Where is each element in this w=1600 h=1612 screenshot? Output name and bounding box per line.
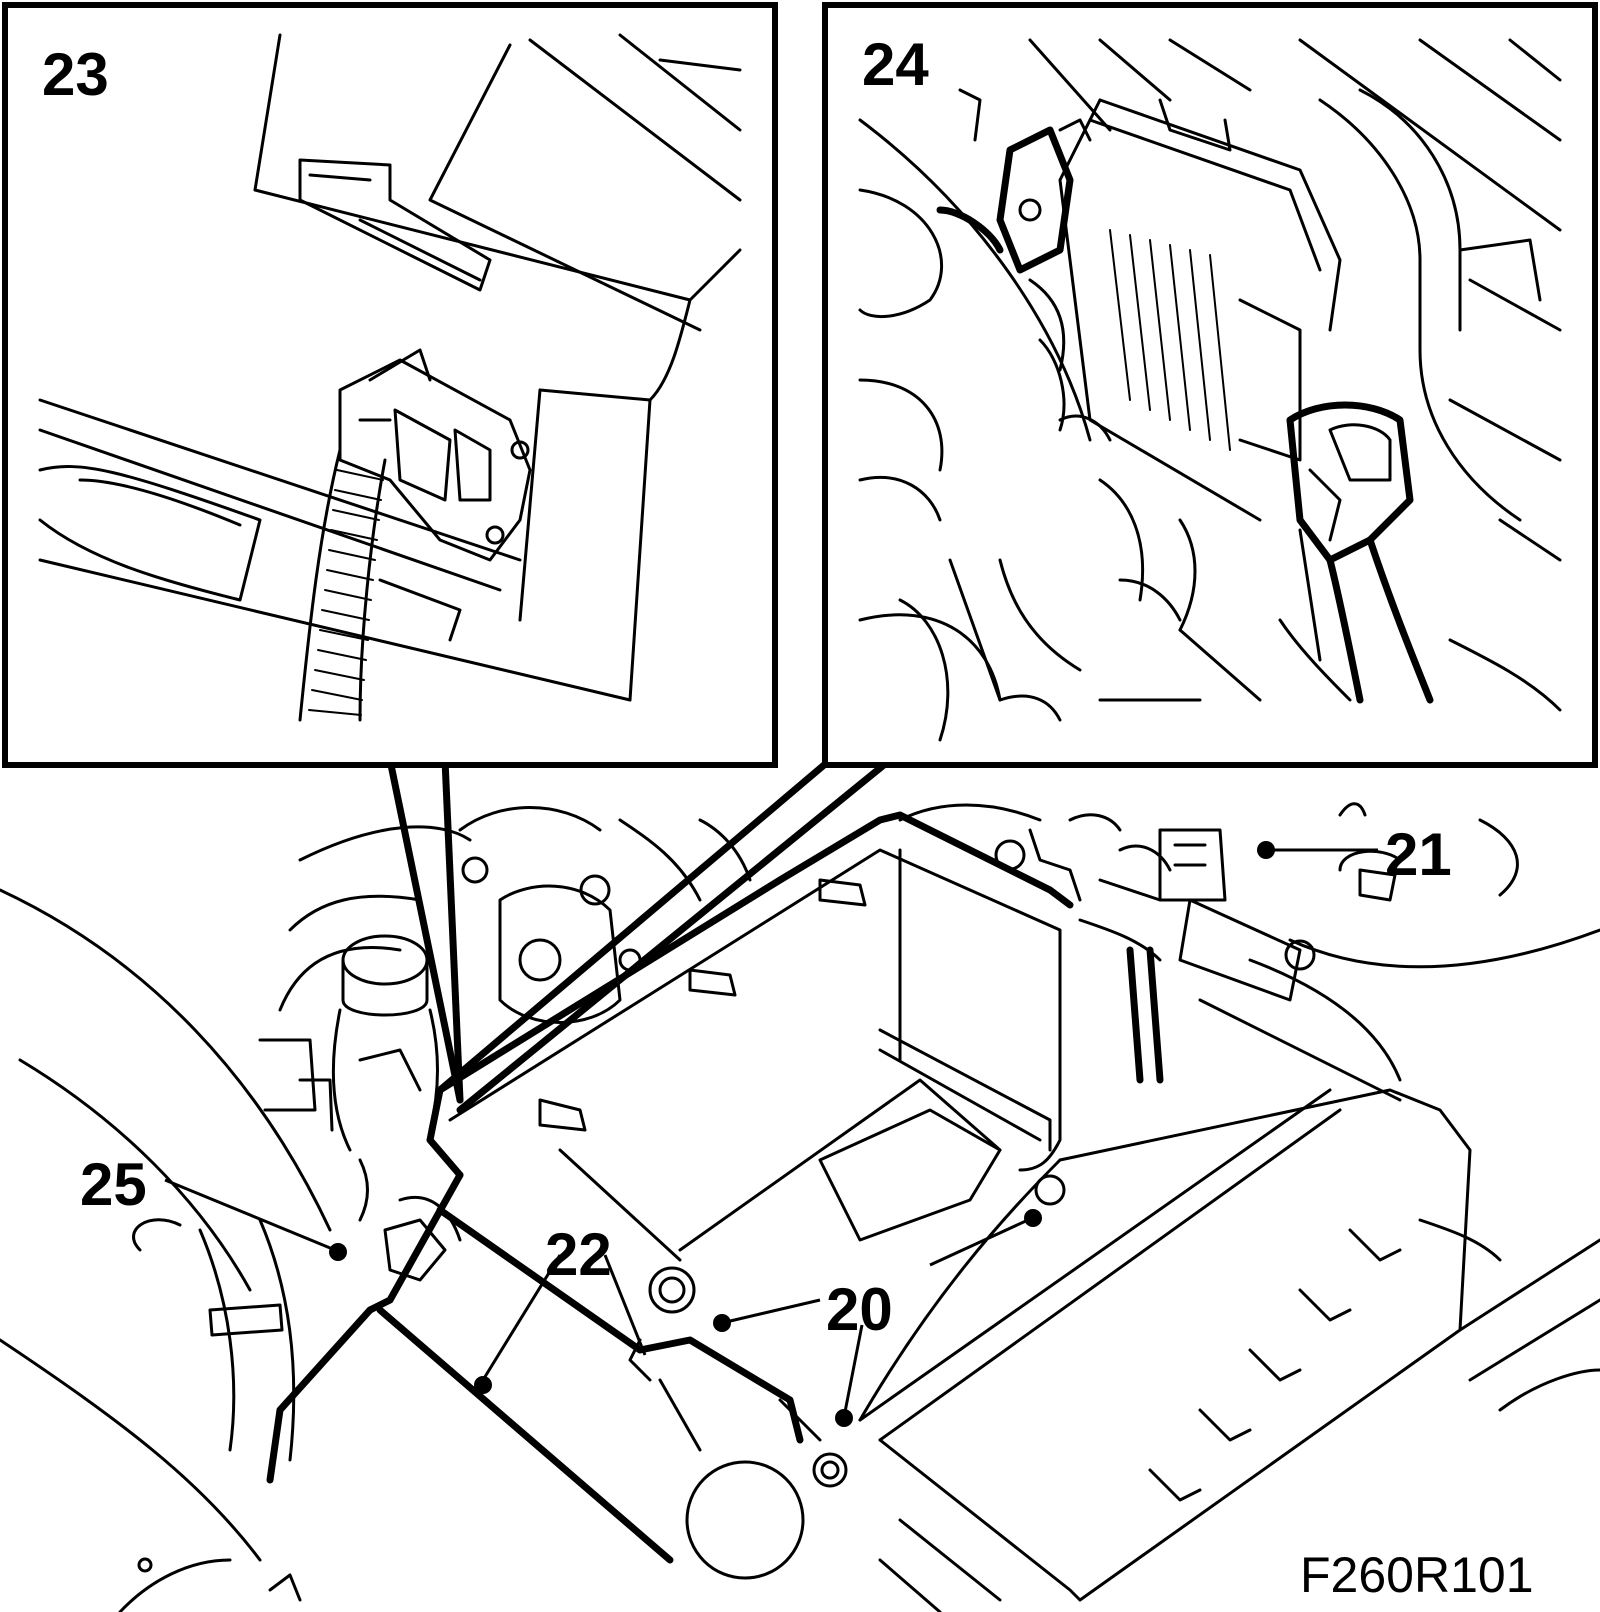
- callout-20: 20: [826, 1276, 893, 1343]
- callout-leaders: [164, 841, 1378, 1427]
- callout-25-dot: [329, 1243, 347, 1261]
- inset-23: 23: [2, 2, 778, 1104]
- figure-code: F260R101: [1300, 1547, 1534, 1603]
- callout-20-dot-b: [1024, 1209, 1042, 1227]
- callout-23: 23: [42, 41, 109, 108]
- main-scene: [0, 802, 1600, 1612]
- callout-20-dot-c: [835, 1409, 853, 1427]
- callout-21-dot: [1257, 841, 1275, 859]
- callout-22: 22: [545, 1221, 612, 1288]
- callout-21: 21: [1385, 821, 1452, 888]
- inset-24: 24: [436, 2, 1598, 1114]
- callout-24: 24: [862, 31, 929, 98]
- callout-25: 25: [80, 1151, 147, 1218]
- callout-20-dot-a: [713, 1314, 731, 1332]
- callout-22-dot: [474, 1376, 492, 1394]
